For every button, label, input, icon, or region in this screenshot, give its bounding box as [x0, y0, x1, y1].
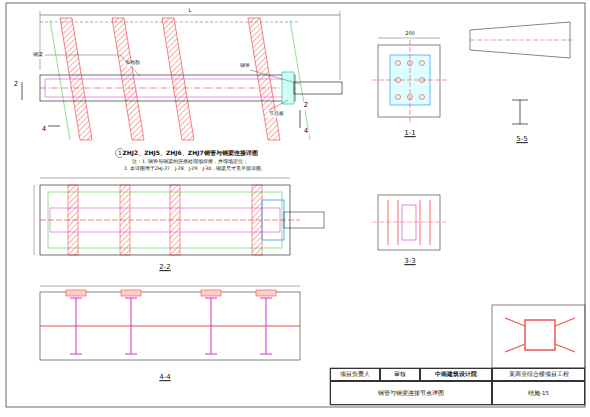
callout-text: 钢管	[239, 63, 251, 69]
callout-text: 200	[404, 31, 416, 37]
cell-text: 结施-15	[528, 390, 549, 397]
cell-text: 中南建筑设计院	[435, 371, 477, 378]
section-mark: 5-5	[515, 136, 528, 144]
callout-text: L	[188, 8, 193, 14]
elevation	[22, 11, 342, 158]
callout-text: 钢梁	[32, 52, 44, 58]
section-5-5	[470, 22, 575, 124]
section-mark: 2-2	[158, 264, 171, 272]
sheet-frame	[6, 3, 585, 407]
title-cell: 中南建筑设计院	[420, 368, 492, 381]
section-3-3	[372, 195, 446, 250]
section-mark: 4	[303, 128, 309, 136]
note-text: 2. 本详图用于ZHJ-27、J-28、J-29、J-30，钢梁尺寸见平面详图。	[123, 166, 267, 171]
title-block	[330, 305, 585, 405]
section-mark: 3-3	[403, 258, 416, 266]
section-4-4	[40, 286, 300, 360]
note-text: 1	[118, 150, 122, 157]
title-cell: 钢管与钢梁连接节点详图	[330, 381, 492, 405]
title-cell: 结施-15	[492, 381, 585, 405]
cell-text: 项目负责人	[340, 371, 370, 378]
section-mark: 1-1	[403, 130, 416, 138]
drawing-title: ZHJ2、ZHJ5、ZHJ6、ZHJ7钢管与钢梁连接详图	[121, 150, 258, 157]
cell-text: 某商业综合楼项目工程	[509, 371, 569, 378]
section-mark: 2	[303, 102, 309, 110]
title-cell: 审核	[380, 368, 420, 381]
section-mark: 2	[13, 81, 19, 89]
section-2-2	[34, 178, 324, 255]
cell-text: 审核	[394, 371, 406, 378]
callout-text: 加劲肋	[124, 60, 141, 66]
note-text: 注：1. 钢管与钢梁的连接处现场焊接，并现场定位；	[131, 159, 249, 164]
section-mark: 4	[41, 126, 47, 134]
section-mark: 4-4	[158, 374, 171, 382]
callout-text: 节点板	[268, 111, 285, 117]
section-1-1	[372, 38, 448, 122]
title-cell: 某商业综合楼项目工程	[492, 368, 585, 381]
title-cell: 项目负责人	[330, 368, 380, 381]
cell-text: 钢管与钢梁连接节点详图	[378, 390, 444, 397]
